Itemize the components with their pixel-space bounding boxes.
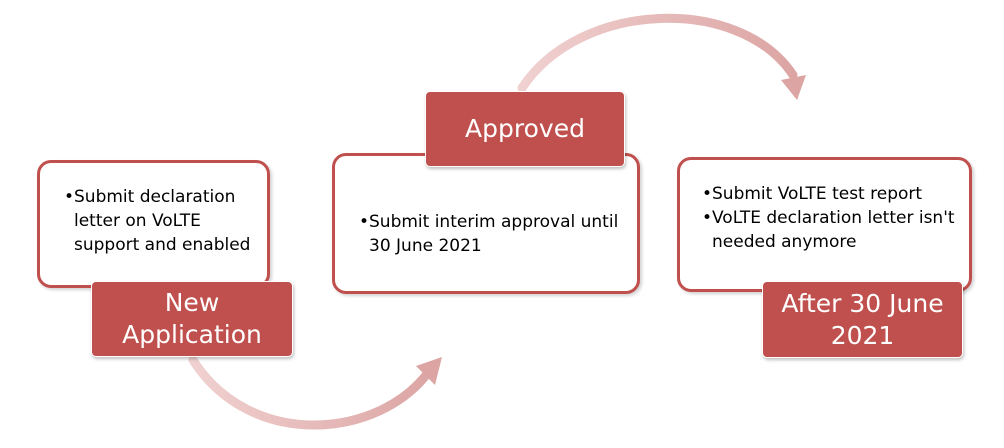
arrowhead-approved-to-after xyxy=(781,75,806,100)
step-card-approved: Submit interim approval until 30 June 20… xyxy=(332,153,640,294)
step-label-approved: Approved xyxy=(425,91,625,167)
step-item: Submit declaration letter on VoLTE suppo… xyxy=(64,185,257,257)
step-card-after-june-2021: Submit VoLTE test report VoLTE declarati… xyxy=(677,157,972,292)
step-label-new-application: New Application xyxy=(91,281,293,357)
step-item: Submit interim approval until 30 June 20… xyxy=(359,210,625,258)
arrow-approved-to-after xyxy=(517,13,798,93)
step-item: Submit VoLTE test report xyxy=(702,182,959,206)
step-item: VoLTE declaration letter isn't needed an… xyxy=(702,206,959,254)
step-card-new-application: Submit declaration letter on VoLTE suppo… xyxy=(37,160,270,288)
arrowhead-new-to-approved xyxy=(416,357,442,385)
arrow-new-to-approved xyxy=(188,355,435,430)
step-label-after-june-2021: After 30 June 2021 xyxy=(762,281,963,358)
